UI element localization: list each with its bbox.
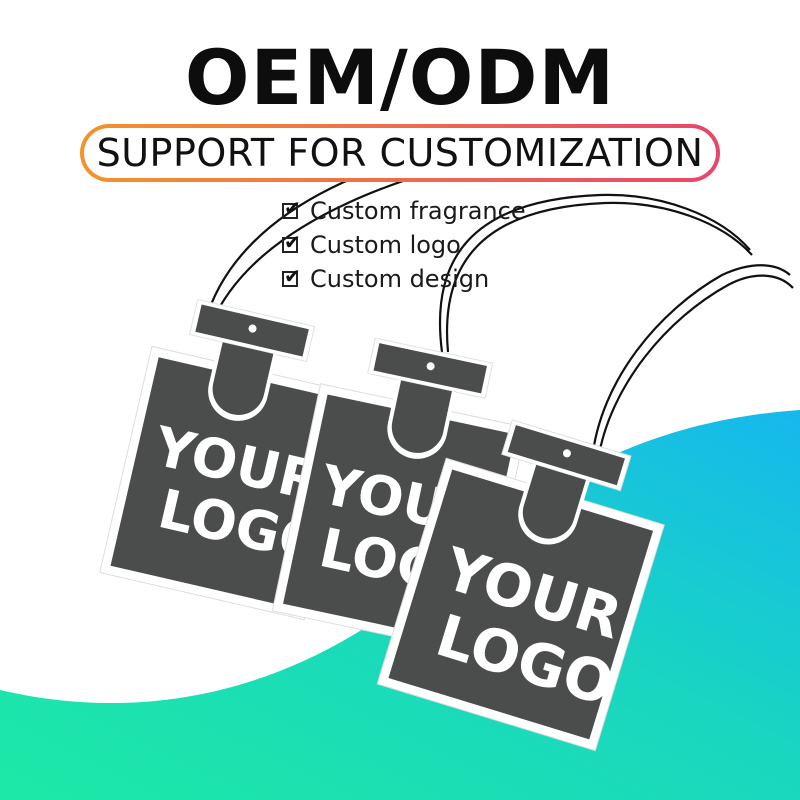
checkbox-icon — [282, 264, 301, 288]
headline-title: OEM/ODM — [184, 33, 616, 122]
checkbox-icon — [282, 230, 301, 254]
feature-label: Custom design — [310, 265, 490, 293]
feature-item-logo: Custom logo — [282, 228, 526, 262]
feature-item-design: Custom design — [282, 262, 526, 296]
checkbox-icon — [282, 196, 301, 220]
feature-label: Custom logo — [310, 231, 461, 259]
feature-list: Custom fragrance Custom logo Custom desi… — [282, 194, 526, 296]
feature-item-fragrance: Custom fragrance — [282, 194, 526, 228]
feature-label: Custom fragrance — [310, 197, 526, 225]
air-freshener-tag-3: YOUR LOGO — [376, 419, 665, 752]
customization-banner-text: SUPPORT FOR CUSTOMIZATION — [96, 131, 704, 175]
customization-banner: SUPPORT FOR CUSTOMIZATION — [80, 124, 720, 182]
